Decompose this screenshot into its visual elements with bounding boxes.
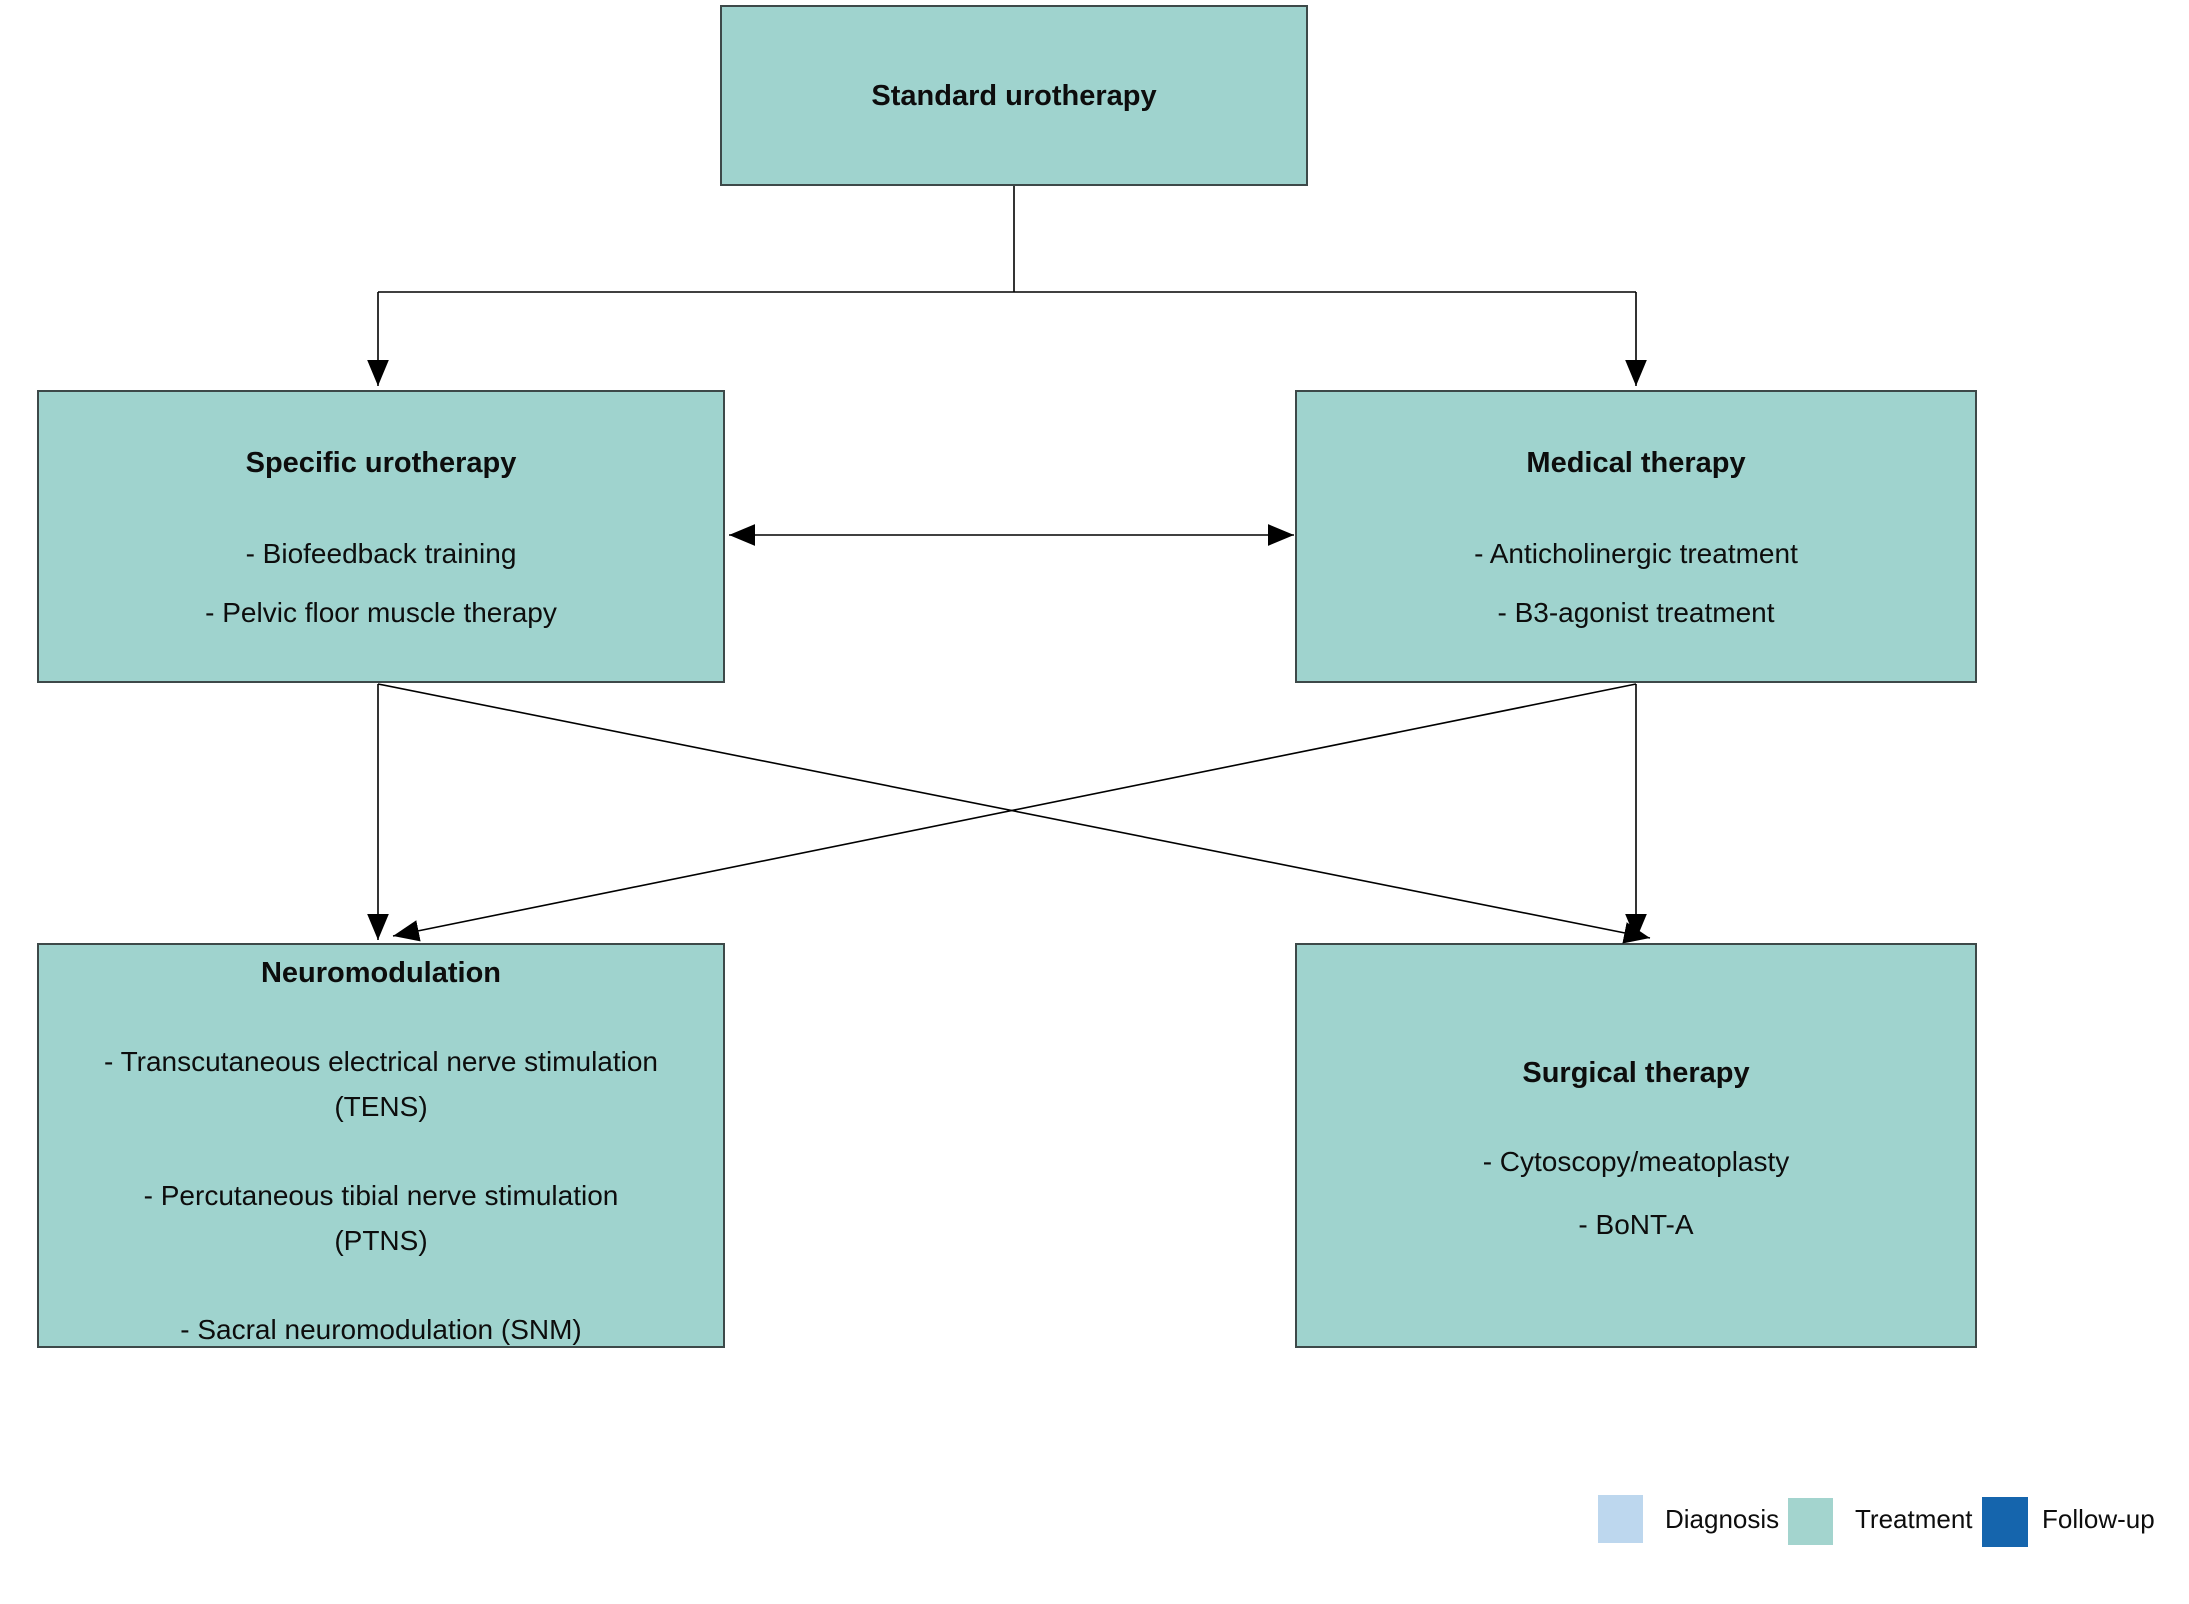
legend-label-followup: Follow-up (2042, 1504, 2155, 1534)
node-item: - Anticholinergic treatment (1474, 538, 1798, 569)
node-item: - Biofeedback training (245, 538, 517, 569)
legend-swatch-treatment (1788, 1498, 1833, 1545)
legend-swatch-diagnosis (1598, 1495, 1643, 1543)
node-item: - BoNT-A (1578, 1209, 1694, 1240)
node-title: Surgical therapy (1522, 1057, 1750, 1089)
node-item: - Pelvic floor muscle therapy (205, 597, 557, 628)
node-item-list: - Cytoscopy/meatoplasty - BoNT-A (1297, 1139, 1975, 1247)
node-item: - B3-agonist treatment (1497, 597, 1775, 628)
legend-label-treatment: Treatment (1855, 1504, 1973, 1534)
node-item-list: - Anticholinergic treatment - B3-agonist… (1297, 531, 1975, 635)
node-title: Medical therapy (1526, 447, 1746, 479)
node-specific-urotherapy: Specific urotherapy - Biofeedback traini… (37, 390, 725, 683)
node-medical-therapy: Medical therapy - Anticholinergic treatm… (1295, 390, 1977, 683)
legend-label-diagnosis: Diagnosis (1665, 1504, 1780, 1534)
node-surgical-therapy: Surgical therapy - Cytoscopy/meatoplasty… (1295, 943, 1977, 1348)
legend-swatch-followup (1982, 1497, 2028, 1547)
node-title: Standard urotherapy (871, 79, 1157, 112)
node-title: Specific urotherapy (245, 447, 517, 479)
node-title: Neuromodulation (260, 957, 502, 989)
node-item-list: - Biofeedback training - Pelvic floor mu… (39, 531, 723, 635)
node-item: - Cytoscopy/meatoplasty (1482, 1146, 1790, 1177)
node-neuromodulation: Neuromodulation - Transcutaneous electri… (37, 943, 725, 1348)
node-item: - Transcutaneous electrical nerve stimul… (103, 1046, 659, 1122)
node-item-list: - Transcutaneous electrical nerve stimul… (39, 1039, 723, 1352)
node-standard-urotherapy: Standard urotherapy (720, 5, 1308, 186)
node-item: - Percutaneous tibial nerve stimulation … (143, 1180, 619, 1256)
node-item: - Sacral neuromodulation (SNM) (180, 1314, 582, 1345)
